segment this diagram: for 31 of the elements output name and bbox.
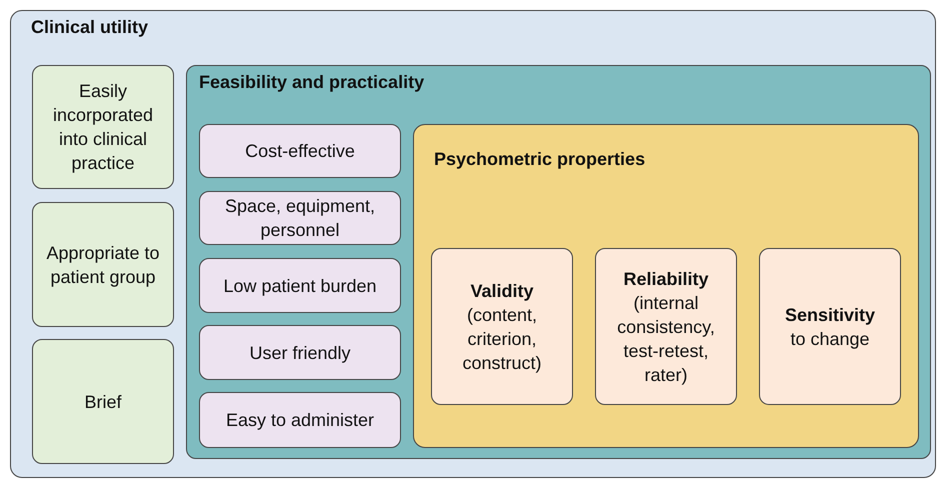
group-heading: Clinical utility [31,17,148,38]
item-box [431,248,573,405]
item-text: Easily incorporated into clinical practice [52,80,154,175]
item-box [199,325,401,380]
group-heading: Feasibility and practicality [199,72,424,93]
item-text: Cost-effective [245,140,355,163]
item-text: Easy to administer [226,409,374,432]
item-text: to change [790,328,870,350]
item-text: User friendly [249,342,351,364]
item-box [759,248,901,405]
item-heading: Validity [470,280,534,302]
item-box [199,191,401,245]
item-box [199,258,401,313]
item-text: Brief [84,390,122,414]
item-text: Low patient burden [223,274,377,298]
item-box [32,202,174,327]
group-panel [413,124,919,448]
item-box [199,124,401,178]
item-box [199,392,401,448]
group-panel [10,10,936,478]
item-box [32,65,174,189]
item-heading: Reliability [623,268,709,290]
item-box [595,248,737,405]
group-panel [186,65,931,459]
item-box [32,339,174,464]
group-heading: Psychometric properties [434,149,646,170]
item-text: (content, criterion, construct) [461,304,543,374]
item-heading: Sensitivity [784,304,876,326]
item-text: Space, equipment, personnel [224,195,376,242]
item-text: Appropriate to patient group [45,242,161,288]
item-text: (internal consistency, test-retest, rater) [616,292,716,386]
